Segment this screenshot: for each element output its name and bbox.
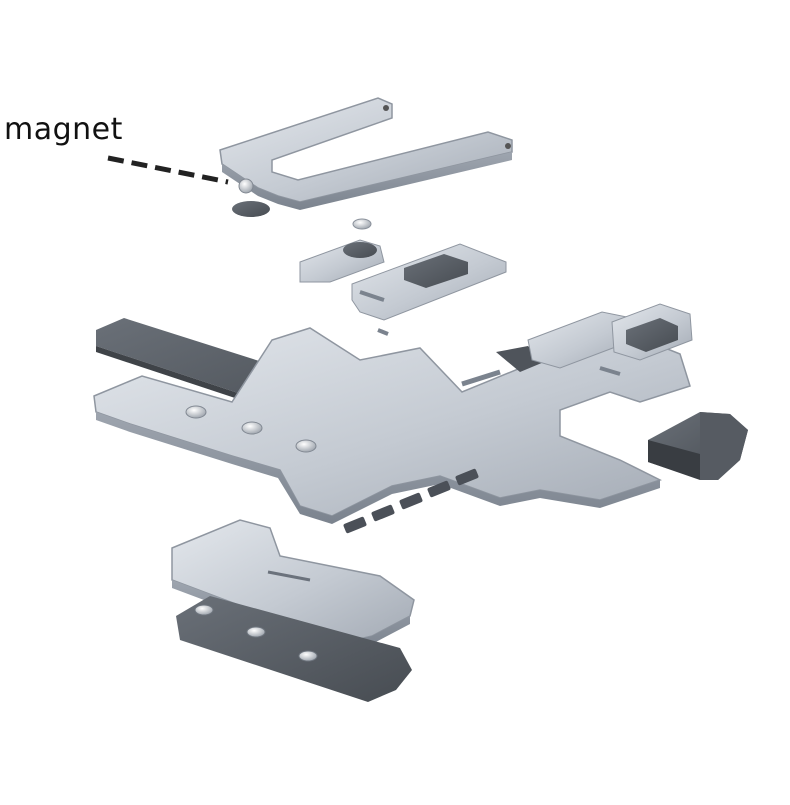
slot-row bbox=[343, 468, 479, 534]
base-pins bbox=[194, 604, 318, 662]
hinge-magnet bbox=[343, 242, 377, 258]
main-plate bbox=[93, 327, 691, 534]
plate-pins bbox=[185, 405, 317, 453]
front-hook bbox=[648, 412, 748, 480]
slider-pad bbox=[404, 254, 468, 288]
magnet-disc bbox=[232, 201, 372, 230]
magnet-callout-line bbox=[107, 155, 229, 185]
rear-hinge bbox=[461, 303, 693, 387]
slider-arm bbox=[299, 239, 507, 336]
base-pad bbox=[176, 596, 412, 702]
magnet-small-icon bbox=[238, 178, 254, 194]
magnet-callout-label: magnet bbox=[4, 112, 123, 147]
top-frame bbox=[219, 97, 513, 210]
